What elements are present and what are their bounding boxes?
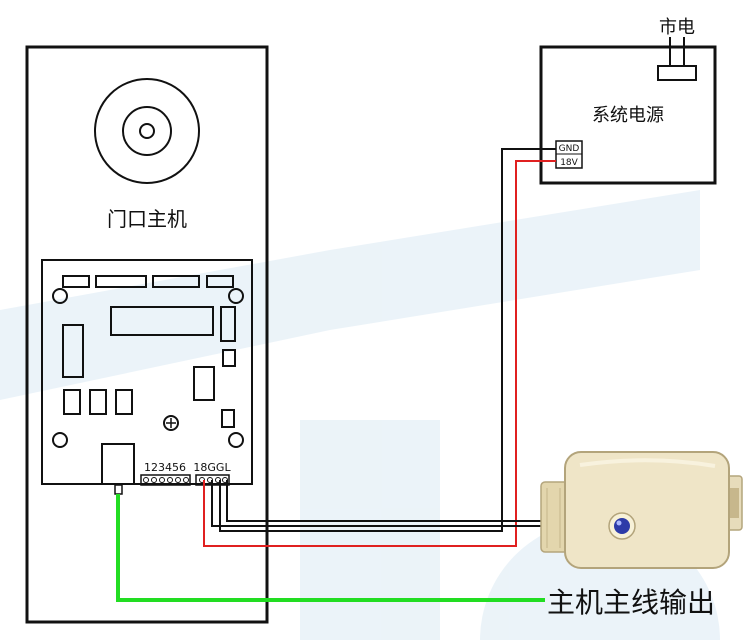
terminal-label-123456: 123456 (144, 461, 186, 474)
door-unit: 门口主机 123456 (25, 45, 269, 624)
terminal-label-18ggl: 18GGL (193, 461, 231, 474)
terminal-block-18ggl: 18GGL (193, 461, 231, 486)
mains-plug-icon (657, 37, 697, 81)
power-supply: 系统电源 市电 GND 18V (539, 17, 717, 185)
background-watermark (0, 190, 720, 640)
output-label: 主机主线输出 (547, 586, 715, 619)
terminal-block-123456: 123456 (140, 461, 191, 486)
circuit-board (41, 259, 253, 485)
mains-label: 市电 (659, 17, 695, 38)
power-supply-title: 系统电源 (592, 105, 664, 126)
power-terminal: GND 18V (555, 140, 583, 169)
door-unit-title: 门口主机 (107, 207, 187, 231)
output-wire (116, 494, 545, 602)
terminal-gnd-label: GND (559, 144, 580, 154)
terminal-18v-label: 18V (560, 158, 578, 168)
door-unit-housing (25, 45, 269, 624)
electric-lock-icon (540, 451, 743, 569)
lock-wire-2 (211, 480, 548, 527)
wires (116, 148, 556, 602)
lock-wire-1 (226, 480, 548, 522)
speaker-icon (94, 78, 200, 184)
output-connector (114, 484, 123, 495)
ground-wire (219, 148, 556, 532)
power-wire (203, 160, 556, 547)
